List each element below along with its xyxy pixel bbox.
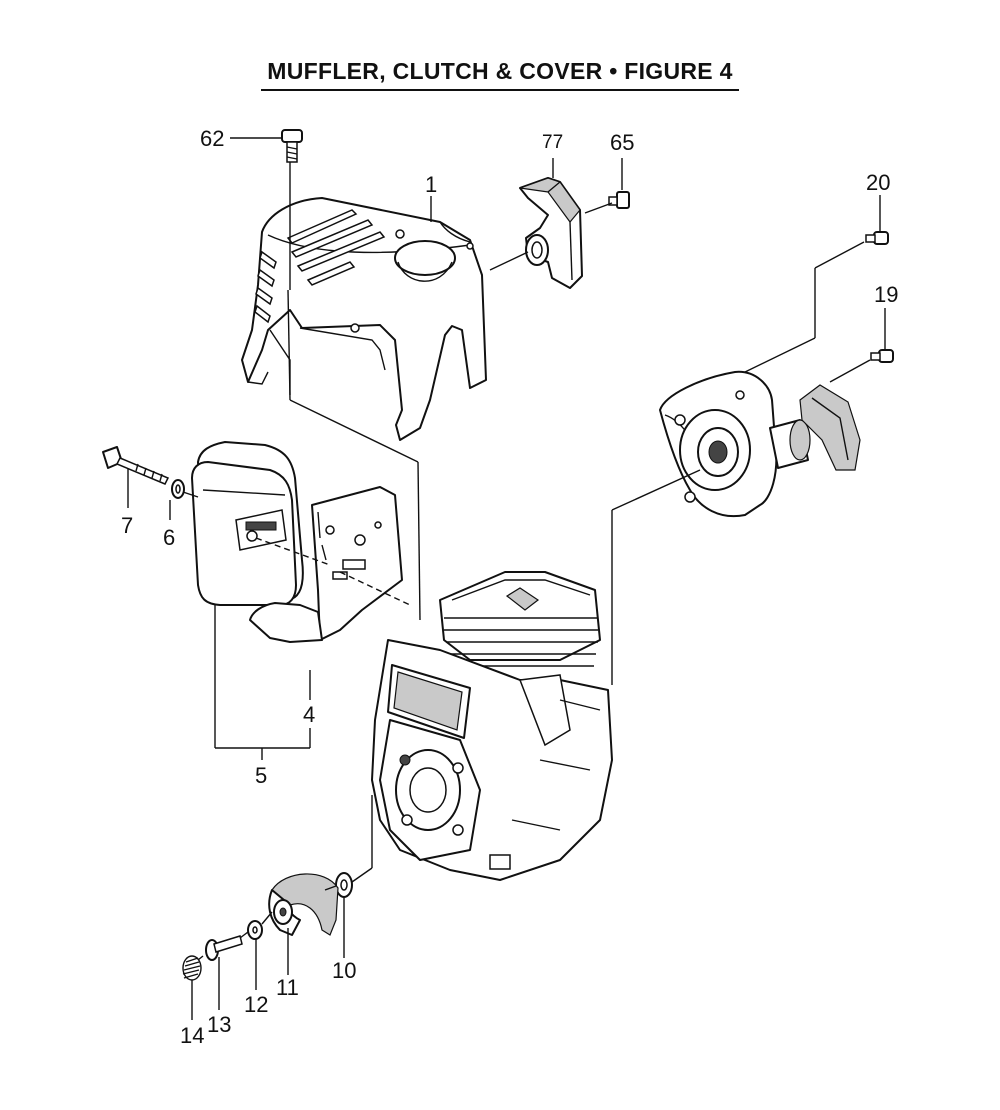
engine-block — [371, 571, 613, 881]
callout-12: 12 — [244, 992, 268, 1017]
callout-13: 13 — [207, 1012, 231, 1037]
part-1-cover[interactable] — [241, 197, 487, 441]
callout-19: 19 — [874, 282, 898, 307]
callout-62: 62 — [200, 126, 224, 151]
callout-4: 4 — [303, 702, 315, 727]
recoil-starter-assembly[interactable] — [659, 370, 861, 518]
callout-5: 5 — [255, 763, 267, 788]
callout-20: 20 — [866, 170, 890, 195]
part-4-heat-shield[interactable] — [249, 486, 403, 643]
figure-title-text: MUFFLER, CLUTCH & COVER • FIGURE 4 — [261, 58, 739, 91]
leader-lines — [127, 137, 886, 1020]
part-10-washer[interactable] — [335, 872, 353, 898]
callout-14: 14 — [180, 1023, 204, 1048]
part-65-screw[interactable] — [608, 191, 630, 209]
figure-title: MUFFLER, CLUTCH & COVER • FIGURE 4 — [0, 58, 1000, 91]
part-7-bolt[interactable] — [102, 446, 170, 485]
callout-65: 65 — [610, 130, 634, 155]
part-62-screw[interactable] — [281, 129, 303, 163]
callout-77: 77 — [542, 132, 563, 153]
callout-labels: 62 77 65 1 20 19 7 6 4 5 10 11 12 13 14 — [121, 126, 898, 1048]
callout-7: 7 — [121, 513, 133, 538]
callout-1: 1 — [425, 172, 437, 197]
callout-11: 11 — [276, 975, 299, 1000]
part-77-bracket[interactable] — [519, 177, 583, 289]
part-5-muffler[interactable] — [191, 441, 304, 606]
part-11-clutch[interactable] — [268, 873, 339, 936]
callout-10: 10 — [332, 958, 356, 983]
part-12-washer[interactable] — [247, 920, 263, 940]
part-20-screw[interactable] — [865, 231, 889, 245]
callout-6: 6 — [163, 525, 175, 550]
part-13-bolt[interactable] — [205, 935, 243, 961]
part-19-screw[interactable] — [870, 349, 894, 363]
part-6-washer[interactable] — [171, 479, 185, 499]
